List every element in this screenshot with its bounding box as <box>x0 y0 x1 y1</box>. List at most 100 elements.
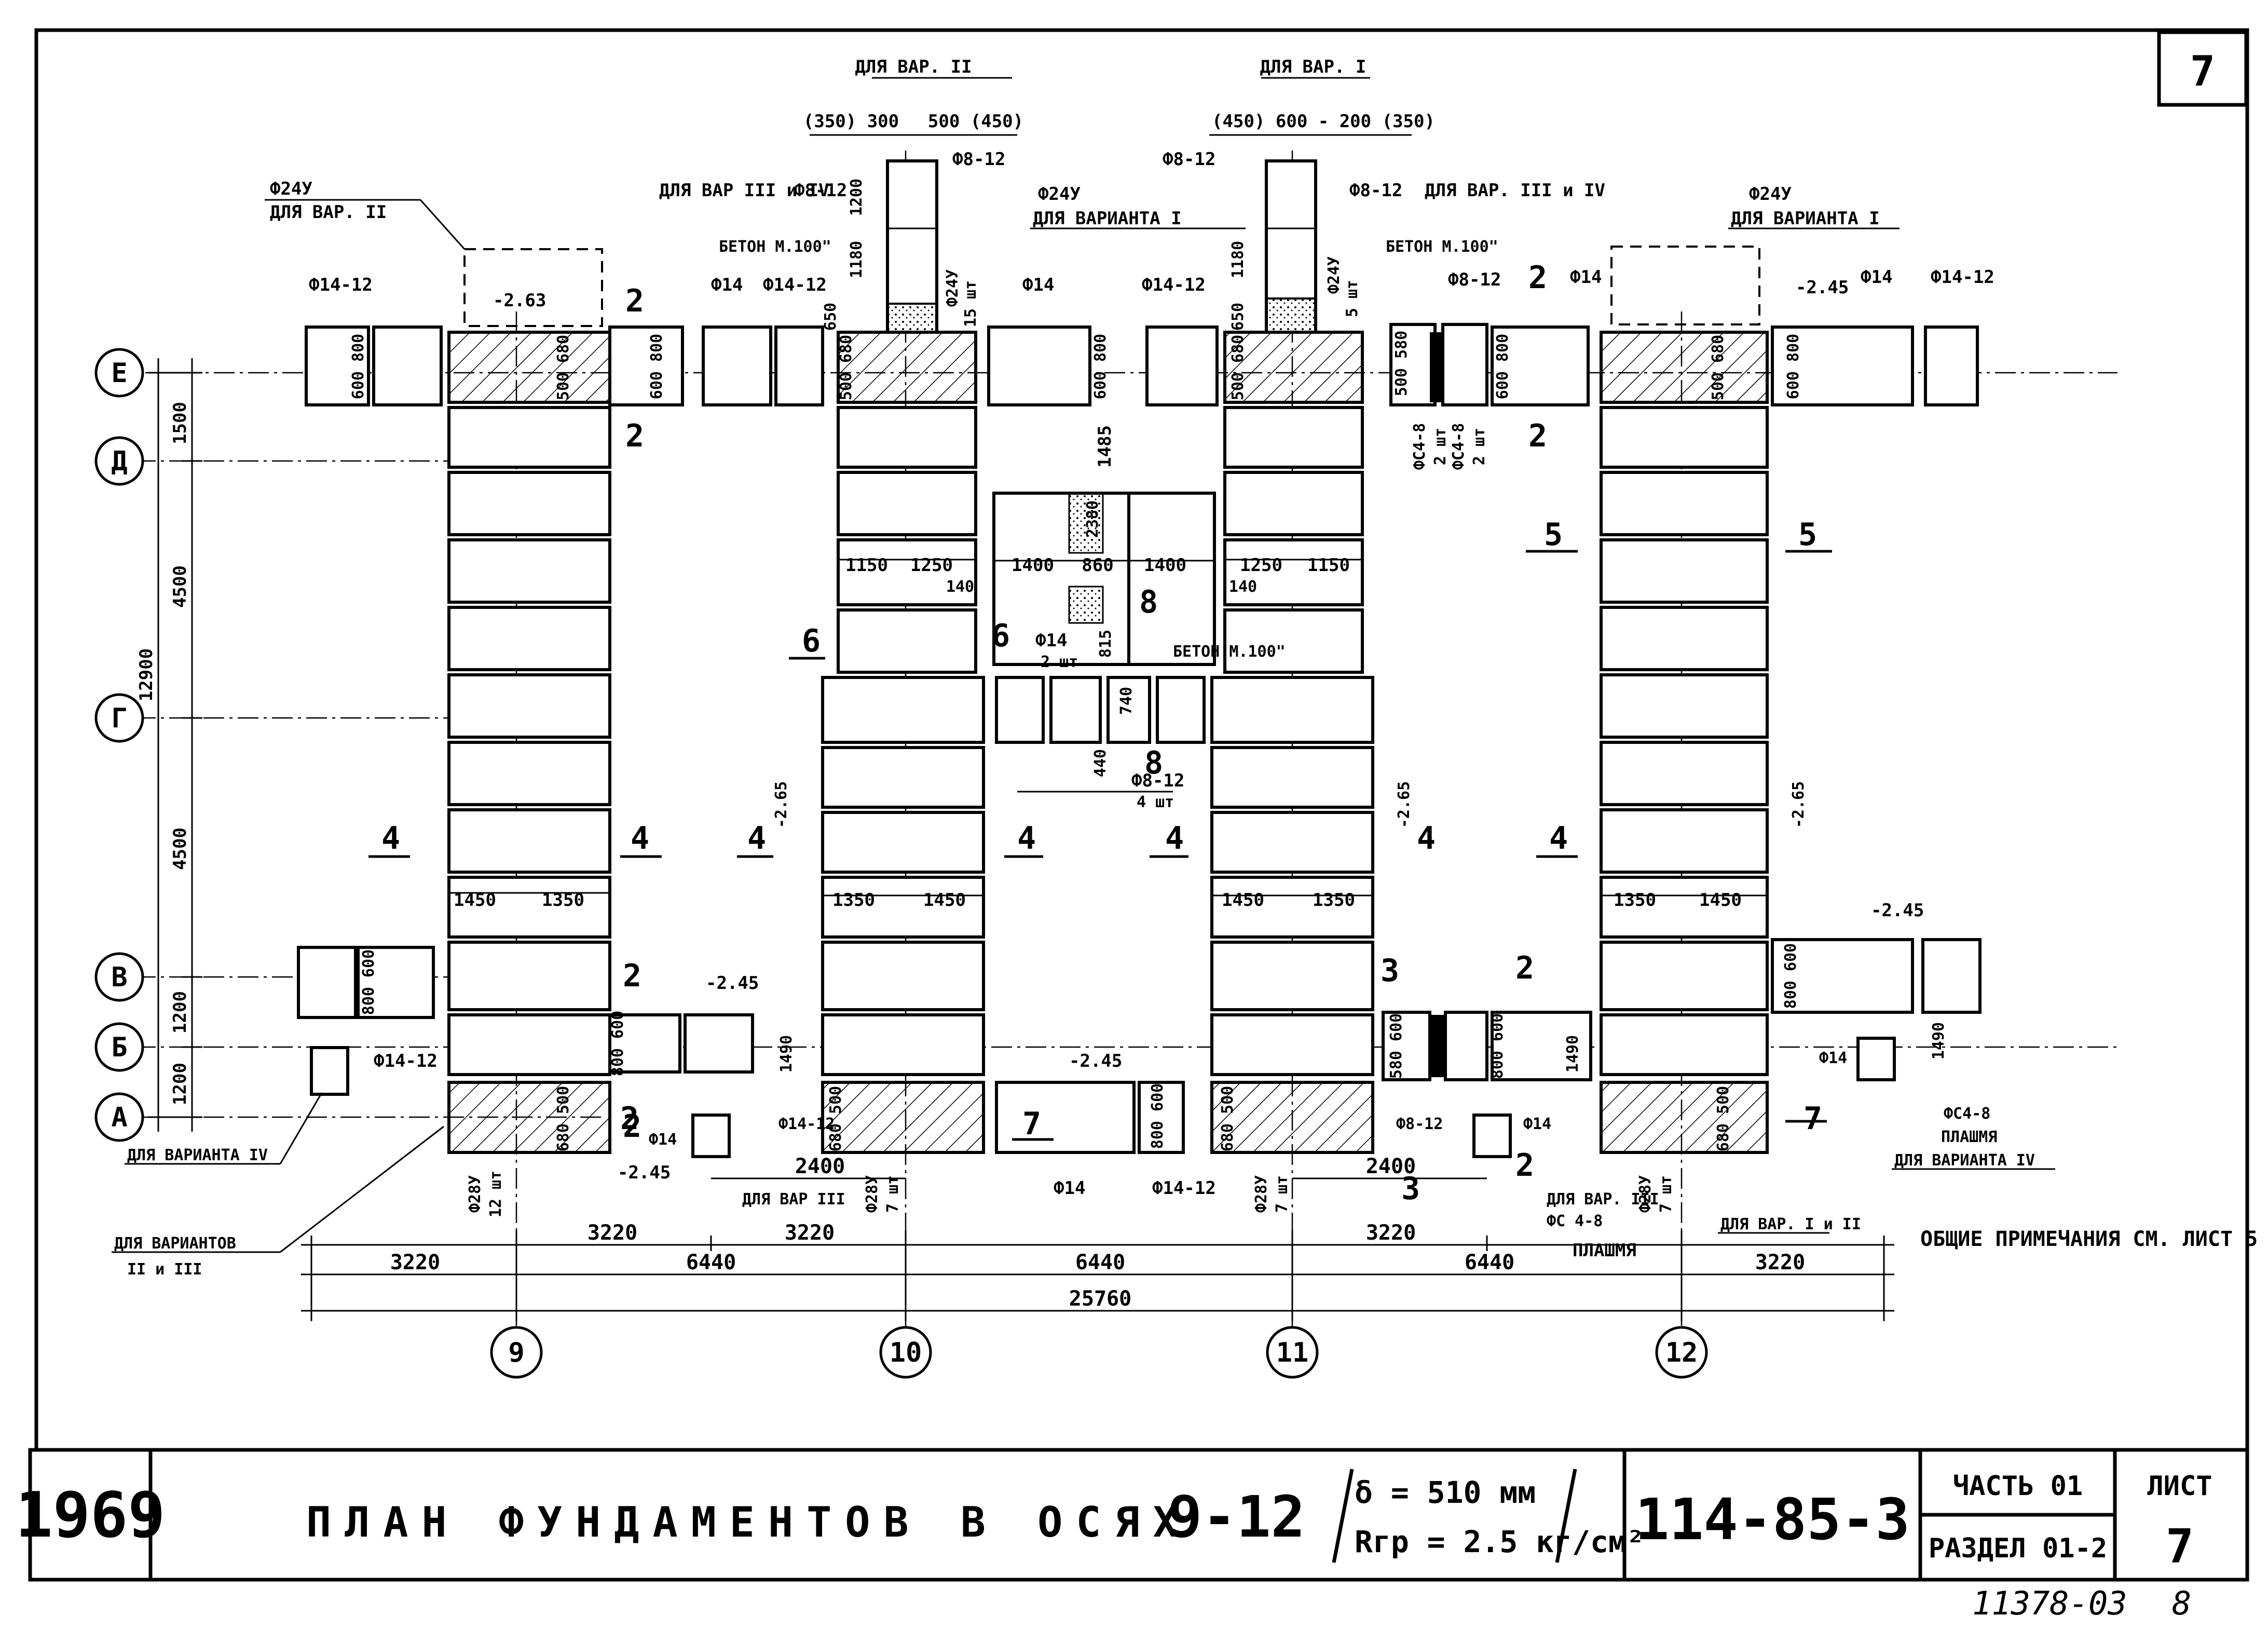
dim-1250: 1250 <box>910 555 953 576</box>
section-marks: 4 4 4 4 4 4 4 2 2 2 2 2 2 2 2 2 5 5 6 6 … <box>368 260 1832 1207</box>
dim-1180: 1180 <box>848 241 866 278</box>
dim-1485: 1485 <box>1095 425 1115 468</box>
dim-1490: 1490 <box>777 1035 796 1072</box>
label-var: ДЛЯ ВАР III и IV <box>659 180 829 201</box>
label-f24u: Ф24У <box>944 269 962 307</box>
dim-740: 740 <box>1117 687 1136 715</box>
label-fs4-8: ФС 4-8 <box>1547 1212 1603 1230</box>
dim-col: 3220 <box>588 1221 637 1245</box>
label-var: ДЛЯ ВАР. I и II <box>1720 1215 1861 1233</box>
axis-bubble-col <box>490 1326 543 1379</box>
label-qty: 5 шт <box>1343 280 1361 317</box>
label-qty: 7 шт <box>1273 1175 1291 1213</box>
label-qty: 2 шт <box>1470 428 1488 465</box>
dim-140: 140 <box>946 578 974 596</box>
dim-1180: 1180 <box>1229 241 1247 278</box>
dim-680-500: 680 500 <box>827 1086 845 1151</box>
label-f14: Ф14 <box>1022 275 1054 295</box>
wall-column-11: 1180 650 500 680 1250 1150 140 1450 1350… <box>1145 159 1592 1179</box>
dim-600-800: 600 800 <box>1784 334 1802 399</box>
wall-block <box>447 471 611 536</box>
label-f8-12: Ф8-12 <box>1396 1115 1443 1133</box>
section-mark: 4 <box>631 820 649 857</box>
dim-col: 6440 <box>1465 1251 1514 1274</box>
row-dimensions: 1500 4500 12900 4500 1200 1200 <box>136 358 202 1132</box>
axis-label-col: 12 <box>1665 1337 1698 1368</box>
title-axes-range: 9-12 <box>1168 1484 1305 1550</box>
wall-block <box>447 406 611 469</box>
section-mark: 7 <box>1804 1101 1822 1137</box>
dim-1200: 1200 <box>848 179 866 216</box>
wall-block <box>447 538 611 604</box>
section-mark: 4 <box>1017 820 1036 857</box>
dim-col: 3220 <box>1366 1221 1416 1245</box>
dim-800-600: 800 600 <box>360 949 378 1015</box>
axis-label-row: Б <box>111 1032 127 1063</box>
top-note: ДЛЯ ВАР. I <box>1260 57 1367 77</box>
axis-label-row: А <box>111 1102 127 1133</box>
section-mark: 2 <box>1515 1147 1534 1184</box>
top-note: (350) 300 <box>803 111 899 132</box>
section-mark: 2 <box>623 958 641 994</box>
label-f14-12: Ф14-12 <box>1142 275 1206 295</box>
dim-500-680: 500 680 <box>1709 335 1727 400</box>
label-beton: БЕТОН М.100" <box>1173 643 1286 661</box>
axis-bubble-row <box>94 348 144 398</box>
dim-row-g-v: 4500 <box>170 827 190 870</box>
label-f8-12: Ф8-12 <box>794 180 847 201</box>
title-sheet-number: 7 <box>2166 1519 2194 1574</box>
elevation: -2.45 <box>706 973 759 994</box>
label-f14: Ф14 <box>1861 267 1892 288</box>
label-beton: БЕТОН М.100" <box>719 238 831 256</box>
dim-680-500: 680 500 <box>1714 1086 1732 1151</box>
dim-580-600: 580 600 <box>1387 1013 1405 1079</box>
axis-bubble-col <box>1266 1326 1319 1379</box>
axis-label-row: Е <box>111 358 127 389</box>
dim-1490: 1490 <box>1930 1022 1948 1060</box>
label-beton: БЕТОН М.100" <box>1386 238 1498 256</box>
dim-2380: 2380 <box>1084 500 1102 538</box>
dim-col-total: 25760 <box>1069 1287 1131 1311</box>
dim-600-800: 600 800 <box>648 334 666 399</box>
elevation: -2.45 <box>1796 277 1849 298</box>
axis-label-col: 10 <box>890 1337 922 1368</box>
callout-labels: Ф24У ДЛЯ ВАР. II Ф14-12 Ф14-12 Ф14 Ф14 Ф… <box>112 149 2258 1279</box>
dim-600-800: 600 800 <box>1494 334 1512 399</box>
wall-block <box>447 673 611 739</box>
title-year: 1969 <box>16 1479 166 1552</box>
label-f28u: Ф28У <box>466 1175 484 1213</box>
dim-440: 440 <box>1091 749 1110 777</box>
label-qty: 4 шт <box>1137 793 1174 811</box>
section-mark: 2 <box>623 1108 641 1145</box>
axis-bubble-row <box>94 952 144 1002</box>
label-f14: Ф14 <box>1523 1115 1551 1133</box>
label-var: ДЛЯ ВАРИАНТА I <box>1731 208 1880 229</box>
dim-800-600: 800 600 <box>1782 943 1800 1009</box>
dim-860: 860 <box>1082 555 1113 576</box>
label-qty: 12 шт <box>487 1171 505 1217</box>
axis-label-col: 11 <box>1276 1337 1309 1368</box>
section-mark: 8 <box>1144 745 1163 781</box>
axis-label-row: Д <box>111 446 127 477</box>
elevation: -2.45 <box>1871 900 1924 921</box>
label-f28u: Ф28У <box>863 1175 881 1213</box>
label-f14: Ф14 <box>1035 630 1067 651</box>
label-qty: 7 шт <box>1657 1175 1675 1213</box>
elevation: -2.65 <box>1789 781 1808 828</box>
dim-row-v-b: 1200 <box>170 991 190 1034</box>
top-dimension-notes: ДЛЯ ВАР. II (350) 300 500 (450) ДЛЯ ВАР.… <box>803 57 1435 136</box>
axis-bubble-col <box>1655 1326 1708 1379</box>
title-block: 1969 ПЛАН ФУНДАМЕНТОВ В ОСЯХ 9-12 δ = 51… <box>16 1448 2249 1582</box>
title-section: РАЗДЕЛ 01-2 <box>1929 1533 2107 1564</box>
label-fs4-8: ФС4-8 <box>1411 423 1429 470</box>
label-var: ДЛЯ ВАРИАНТА IV <box>127 1146 268 1164</box>
wall-block <box>447 741 611 806</box>
dim-800-600: 800 600 <box>1149 1083 1167 1149</box>
label-var: II и III <box>127 1260 202 1279</box>
section-mark: 7 <box>1022 1106 1041 1142</box>
dim-140: 140 <box>1229 578 1257 596</box>
elevation: -2.45 <box>618 1162 671 1183</box>
center-blocks: 1400 860 1400 2380 815 1485 440 740 800 … <box>992 425 1216 1154</box>
section-mark: 5 <box>1798 517 1817 553</box>
